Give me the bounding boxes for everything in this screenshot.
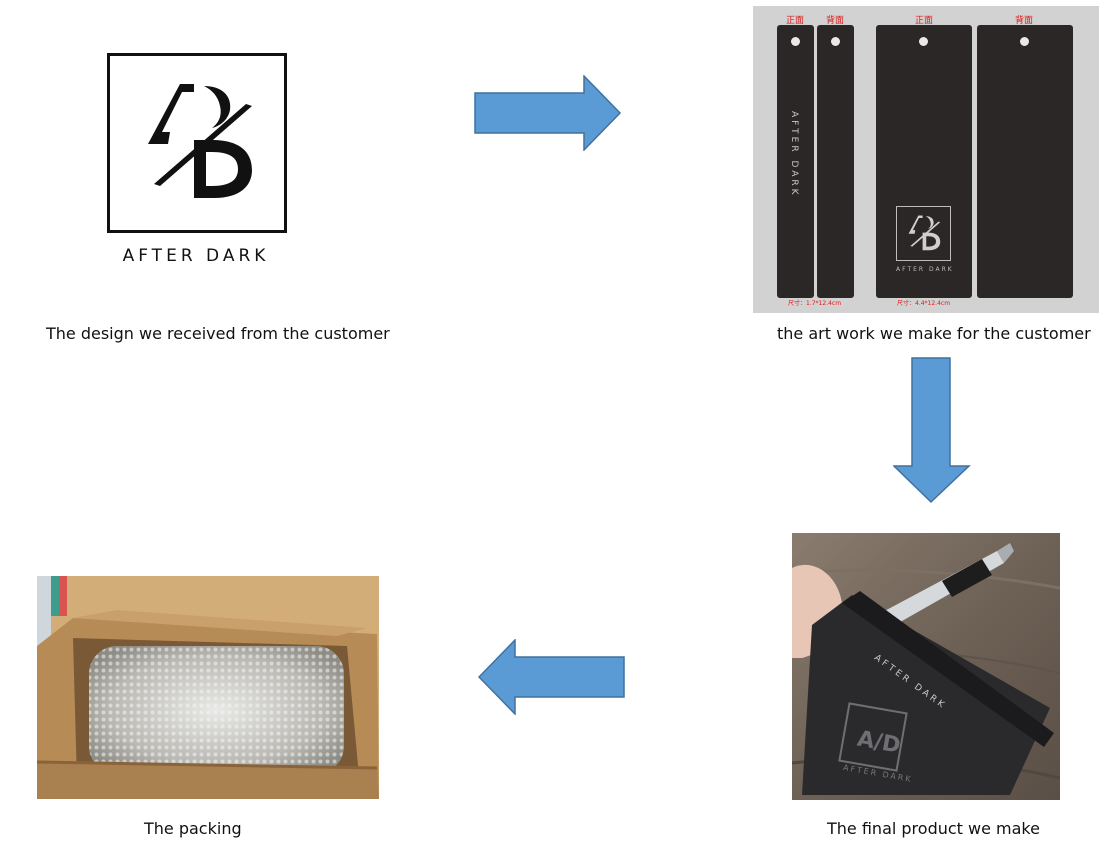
artwork-sheet: 正面 背面 正面 背面 AFTER DARK AFTER DARK 尺寸：1.7… xyxy=(753,6,1099,313)
tag3-logo-box xyxy=(896,206,951,261)
product-photo-illustration: A/D xyxy=(792,533,1060,800)
tag2-side-label: 背面 xyxy=(826,16,845,26)
tag1-vertical-text: AFTER DARK xyxy=(789,111,799,198)
caption-product: The final product we make xyxy=(827,819,1040,838)
artwork-tag-wide-front: AFTER DARK xyxy=(876,25,972,298)
tag-hole xyxy=(1020,37,1029,46)
packing-photo xyxy=(37,576,379,799)
artwork-tag-wide-back xyxy=(977,25,1073,298)
tag4-side-label: 背面 xyxy=(1015,16,1034,26)
packing-photo-illustration xyxy=(37,576,379,799)
arrow-left-icon xyxy=(478,639,625,715)
tag-hole xyxy=(919,37,928,46)
customer-logo-box xyxy=(107,53,287,233)
logo-wordmark: AFTER DARK xyxy=(122,246,270,266)
tag3-size-label: 尺寸：4.4*12.4cm xyxy=(897,300,951,307)
caption-packing: The packing xyxy=(144,819,242,838)
arrow-down-icon xyxy=(893,357,971,504)
final-product-photo: A/D AFTER DARK AFTER DARK xyxy=(792,533,1060,800)
tag3-side-label: 正面 xyxy=(915,16,934,26)
tag-hole xyxy=(791,37,800,46)
ad-monogram-small-icon xyxy=(908,215,941,251)
caption-artwork: the art work we make for the customer xyxy=(777,324,1091,343)
caption-design: The design we received from the customer xyxy=(46,324,390,343)
arrow-right-icon xyxy=(474,75,622,151)
artwork-tag-narrow-back xyxy=(817,25,854,298)
tag-hole xyxy=(831,37,840,46)
ad-monogram-icon xyxy=(148,84,252,198)
tag1-size-label: 尺寸：1.7*12.4cm xyxy=(788,300,842,307)
tag1-side-label: 正面 xyxy=(786,16,805,26)
artwork-tag-narrow-front: AFTER DARK xyxy=(777,25,814,298)
tag3-wordmark: AFTER DARK xyxy=(896,266,954,273)
